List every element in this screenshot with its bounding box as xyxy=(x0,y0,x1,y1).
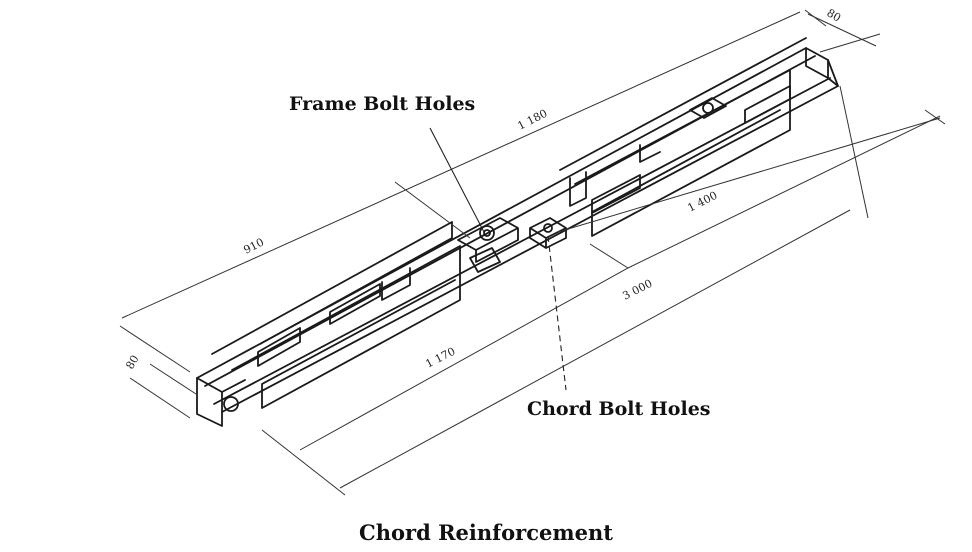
dim-label-1180: 1 180 xyxy=(515,107,549,133)
frame-bolt-tab xyxy=(469,247,501,273)
right-web xyxy=(569,144,661,207)
left-flange-slots xyxy=(257,283,381,367)
dimension-width-top xyxy=(807,13,881,53)
dim-label-910: 910 xyxy=(241,236,266,257)
dim-label-80-bottom: 80 xyxy=(123,353,141,372)
leader-frame-bolt xyxy=(429,127,485,233)
right-bolt-plate xyxy=(689,97,727,119)
right-flange xyxy=(559,37,807,237)
dim-label-80-top: 80 xyxy=(825,6,844,24)
dimension-line-upper xyxy=(121,11,801,319)
chord-bolt-holes-callout: Chord Bolt Holes xyxy=(527,398,711,420)
chord-bolt-block xyxy=(529,217,567,249)
dimension-line-1400 xyxy=(557,117,941,233)
leader-chord-bolt xyxy=(547,235,567,391)
dim-label-1170: 1 170 xyxy=(423,345,457,371)
left-end-box xyxy=(196,377,246,427)
frame-bolt-holes-callout: Frame Bolt Holes xyxy=(289,93,476,115)
dimension-width-bottom xyxy=(129,363,197,419)
left-end-hole xyxy=(223,396,239,412)
dimension-line-1170 xyxy=(339,209,851,489)
chord-bolt-hole xyxy=(543,223,553,233)
member-inner-bottom xyxy=(213,77,831,405)
right-flange-slots xyxy=(591,85,791,214)
frame-bolt-hole xyxy=(479,225,495,241)
figure-caption: Chord Reinforcement xyxy=(359,520,613,545)
right-end-box xyxy=(805,47,839,87)
left-web xyxy=(381,267,411,301)
dim-label-3000: 3 000 xyxy=(620,277,654,303)
left-flange xyxy=(211,221,461,409)
